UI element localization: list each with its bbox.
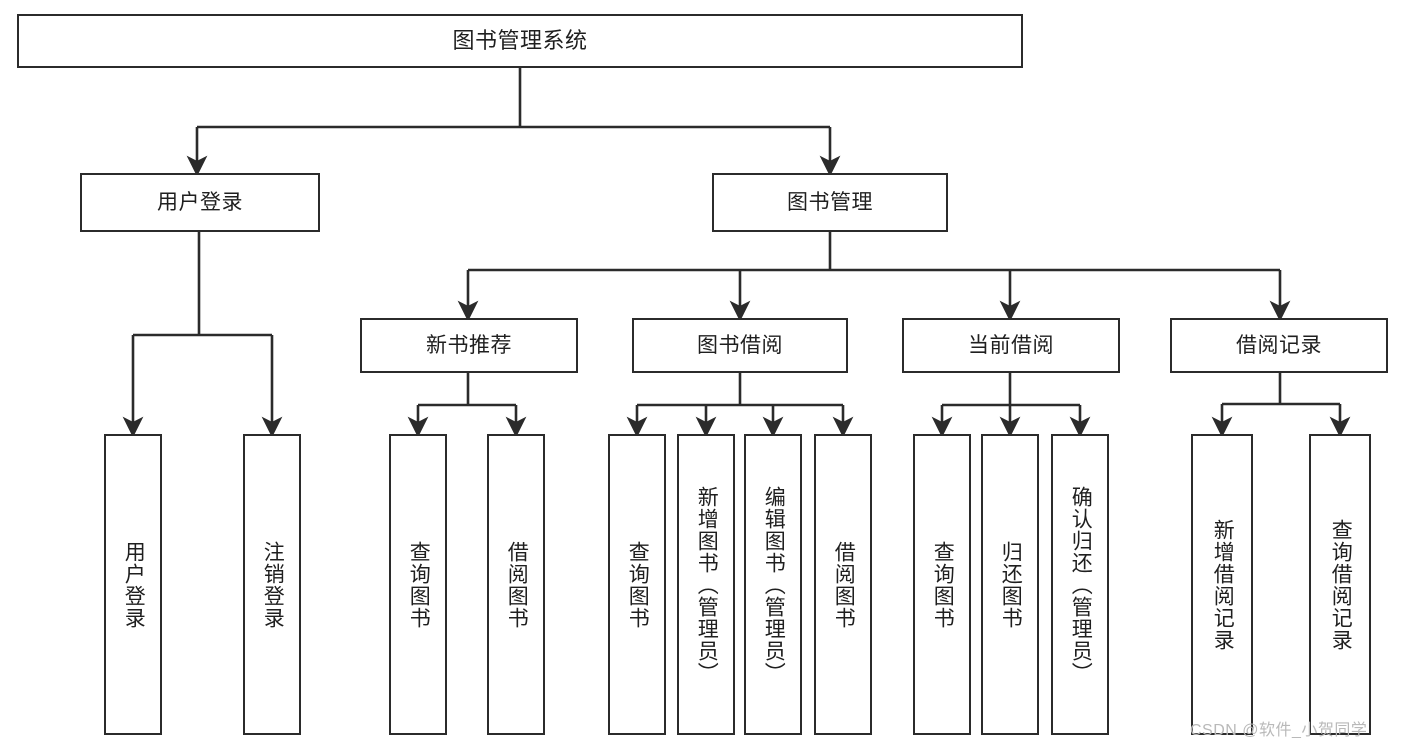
node-leaf-return-book[interactable]: 归还图书	[981, 434, 1039, 735]
node-leaf-user-login[interactable]: 用户登录	[104, 434, 162, 735]
node-label: 借阅图书	[832, 540, 856, 629]
node-leaf-add-book[interactable]: 新增图书（管理员）	[677, 434, 735, 735]
node-user-login[interactable]: 用户登录	[80, 173, 320, 232]
node-label: 查询图书	[626, 540, 650, 629]
node-leaf-borrow-book-1[interactable]: 借阅图书	[487, 434, 545, 735]
node-leaf-query-book-1[interactable]: 查询图书	[389, 434, 447, 735]
node-root-system[interactable]: 图书管理系统	[17, 14, 1023, 68]
node-leaf-query-record[interactable]: 查询借阅记录	[1309, 434, 1371, 735]
node-label: 查询图书	[931, 540, 955, 629]
node-leaf-add-record[interactable]: 新增借阅记录	[1191, 434, 1253, 735]
node-leaf-logout-login[interactable]: 注销登录	[243, 434, 301, 735]
node-label: 查询图书	[407, 540, 431, 629]
node-label: 查询借阅记录	[1329, 518, 1353, 651]
node-label: 归还图书	[999, 540, 1023, 629]
node-new-book-recommend[interactable]: 新书推荐	[360, 318, 578, 373]
node-leaf-edit-book[interactable]: 编辑图书（管理员）	[744, 434, 802, 735]
node-label: 借阅图书	[505, 540, 529, 629]
node-current-borrow[interactable]: 当前借阅	[902, 318, 1120, 373]
node-leaf-query-book-3[interactable]: 查询图书	[913, 434, 971, 735]
node-book-manage[interactable]: 图书管理	[712, 173, 948, 232]
node-label: 确认归还（管理员）	[1069, 485, 1093, 684]
node-leaf-borrow-book-2[interactable]: 借阅图书	[814, 434, 872, 735]
csdn-watermark: CSDN @软件_小贺同学	[1190, 722, 1368, 739]
node-book-borrow[interactable]: 图书借阅	[632, 318, 848, 373]
node-label: 用户登录	[122, 540, 146, 629]
node-label: 新增图书（管理员）	[695, 485, 719, 684]
node-leaf-confirm-return[interactable]: 确认归还（管理员）	[1051, 434, 1109, 735]
node-label: 新增借阅记录	[1211, 518, 1235, 651]
node-leaf-query-book-2[interactable]: 查询图书	[608, 434, 666, 735]
node-label: 编辑图书（管理员）	[762, 485, 786, 684]
node-borrow-record[interactable]: 借阅记录	[1170, 318, 1388, 373]
node-label: 注销登录	[261, 540, 285, 629]
